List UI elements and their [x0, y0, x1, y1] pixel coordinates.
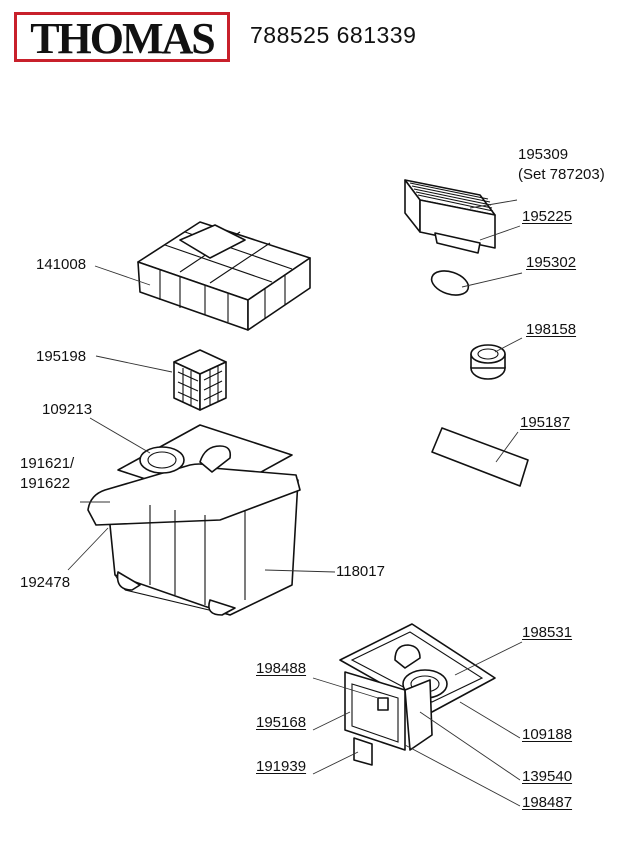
- basket-drawing: [137, 221, 311, 331]
- label-195187: 195187: [520, 414, 571, 431]
- label-195302: 195302: [526, 254, 577, 271]
- label-198158: 198158: [526, 321, 577, 338]
- label-195309: 195309: [518, 146, 569, 163]
- valve-drawing: [470, 344, 506, 380]
- label-198531: 198531: [522, 624, 573, 641]
- lower-assembly-drawing: [339, 623, 496, 766]
- model-codes: 788525 681339: [250, 22, 417, 48]
- label-109188: 109188: [522, 726, 573, 743]
- brand-logo: THOMAS: [14, 12, 230, 62]
- label-109213: 109213: [42, 401, 93, 418]
- water-filter-container-drawing: [87, 424, 301, 616]
- label-191622: 191622: [20, 475, 71, 492]
- label-195198: 195198: [36, 348, 87, 365]
- label-192478: 192478: [20, 574, 71, 591]
- label-191939: 191939: [256, 758, 307, 775]
- label-141008: 141008: [36, 256, 87, 273]
- pad-drawing: [430, 270, 470, 296]
- label-139540: 139540: [522, 768, 573, 785]
- label-195225: 195225: [522, 208, 573, 225]
- label-set-787203: (Set 787203): [518, 166, 605, 183]
- label-198488: 198488: [256, 660, 307, 677]
- label-198487: 198487: [522, 794, 573, 811]
- mesh-cube-drawing: [173, 349, 227, 411]
- filter-cassette-drawing: [404, 179, 496, 254]
- brand-logo-text: THOMAS: [30, 14, 216, 63]
- label-195168: 195168: [256, 714, 307, 731]
- label-191621: 191621/: [20, 455, 75, 472]
- flap-drawing: [431, 427, 529, 487]
- label-118017: 118017: [336, 563, 385, 580]
